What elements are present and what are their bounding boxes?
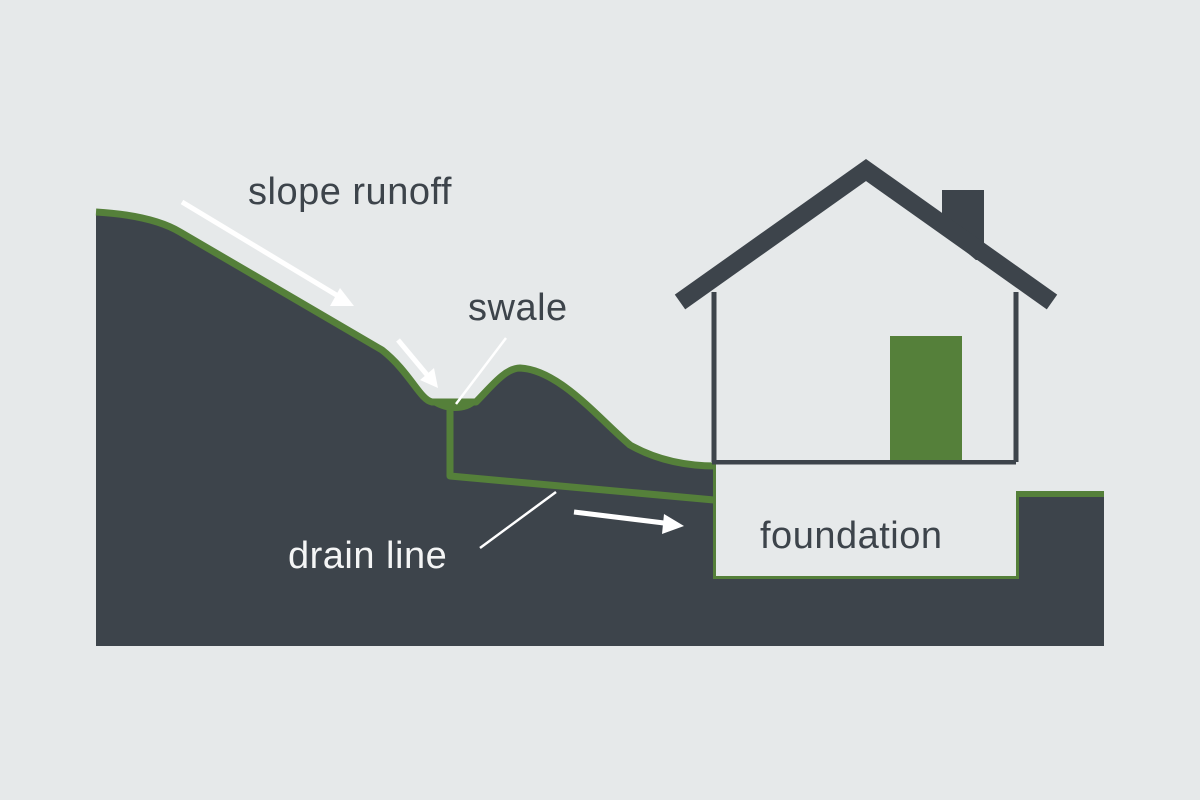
house-roof (674, 158, 1058, 310)
slope-runoff-label: slope runoff (248, 171, 452, 213)
arrow-right-icon (180, 199, 354, 306)
drain-line-label: drain line (288, 535, 447, 577)
swale-label: swale (468, 287, 568, 329)
arrow-right-icon (573, 509, 684, 534)
ground-terrain (96, 212, 1104, 646)
house-door (890, 336, 962, 460)
drain-leader (479, 490, 557, 550)
swale-basin (430, 402, 478, 412)
grass-surface (95, 208, 717, 470)
drain-line-pipe (446, 406, 737, 506)
foundation-block (716, 464, 1016, 576)
swale-leader (455, 337, 507, 405)
foundation-label: foundation (760, 515, 943, 557)
arrow-right-icon (396, 338, 438, 388)
house-icon (674, 158, 1058, 462)
